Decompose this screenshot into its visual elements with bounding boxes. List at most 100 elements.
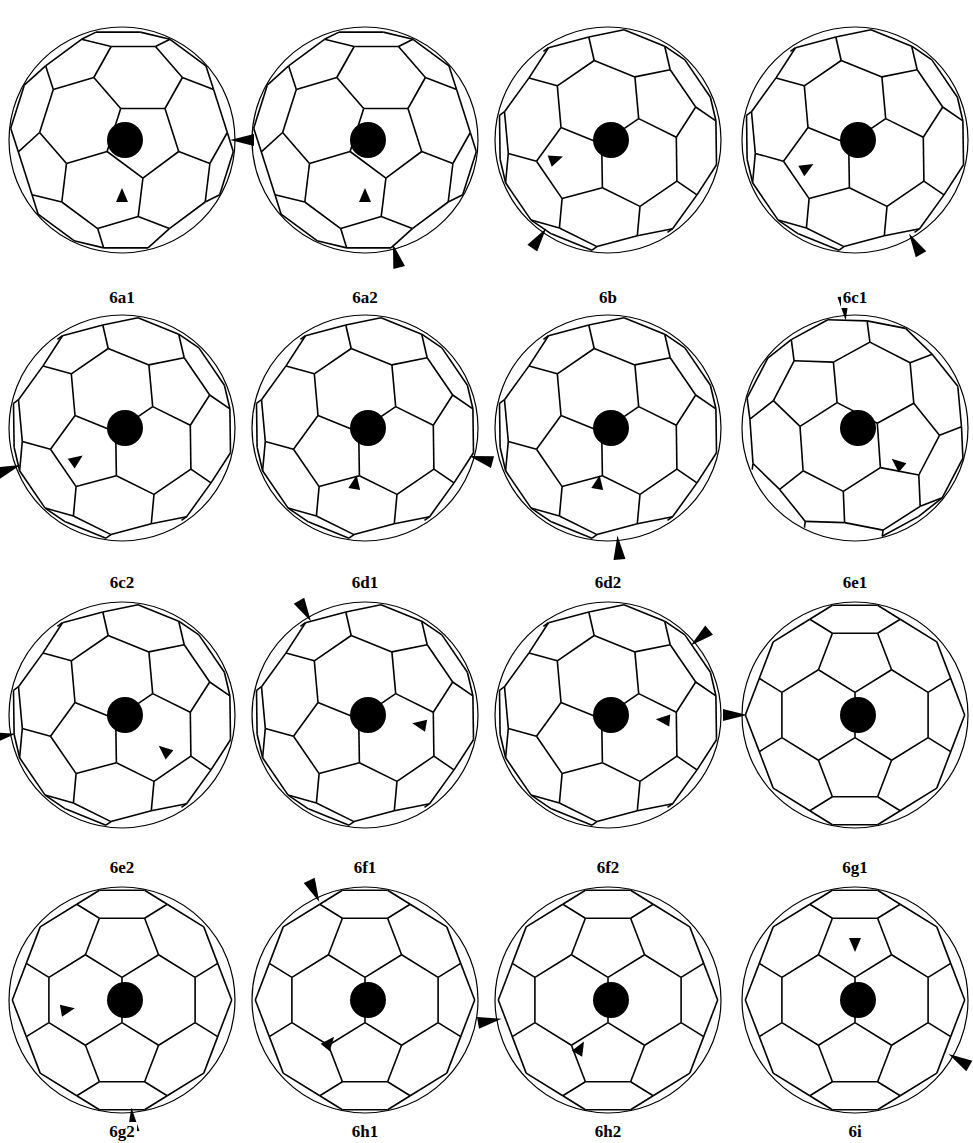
cage-bond (40, 904, 77, 927)
cage-bond (592, 535, 597, 539)
cage-bond (73, 487, 76, 516)
cage-bond (751, 464, 753, 470)
cage-bond (49, 1023, 86, 1046)
cage-bond (26, 963, 49, 977)
cage-bond (433, 395, 452, 425)
cage-bond (402, 1023, 439, 1046)
cage-bond (397, 469, 434, 494)
cage-bond (263, 471, 289, 508)
cage-bond (597, 236, 637, 247)
cage-bond (269, 963, 292, 977)
cage-bond (773, 401, 800, 427)
cage-bond (832, 796, 877, 798)
cage-bond (269, 1023, 292, 1037)
cage-bond (351, 636, 392, 652)
fullerene-cage (254, 32, 477, 248)
cage-bond (559, 516, 597, 535)
wedge-marker (230, 134, 254, 146)
cage-bond (154, 469, 191, 494)
cage-outline (495, 315, 721, 541)
cage-bond (392, 645, 427, 652)
cage-bond (77, 1082, 100, 1096)
cage-bond (341, 229, 347, 248)
cage-bond (597, 811, 637, 822)
cage-bond (381, 318, 422, 334)
cage-bond (836, 30, 871, 37)
fullerene-cage (257, 605, 474, 825)
cage-bond (900, 904, 937, 927)
cage-bond (962, 427, 963, 458)
cage-bond (585, 1081, 630, 1083)
cage-bond (747, 398, 750, 419)
wedge-marker (892, 459, 907, 473)
cage-bond (752, 112, 756, 154)
cage-bond (76, 763, 116, 774)
cage-bond (448, 164, 453, 203)
wedge-marker (393, 244, 405, 269)
cage-bond (386, 152, 422, 179)
cage-bond (165, 78, 182, 109)
cage-bond (283, 1073, 320, 1096)
cage-bond (463, 152, 477, 195)
cage-bond (780, 471, 804, 490)
cage-bond (551, 522, 592, 538)
cage-bond (526, 904, 563, 927)
cage-bond (305, 164, 310, 203)
figure-label: 6h1 (350, 1122, 380, 1142)
cage-bond (122, 955, 159, 978)
cage-bond (782, 670, 819, 693)
cage-bond (195, 1023, 218, 1037)
figure-label: 6b (597, 288, 619, 308)
cage-bond (784, 128, 809, 162)
cage-bond (871, 30, 912, 46)
cage-bond (855, 670, 892, 693)
cage-bond (773, 361, 794, 401)
cage-bond (195, 963, 218, 977)
cage-bond (884, 229, 919, 236)
cage-bond (453, 133, 470, 164)
cage-bond (498, 1000, 512, 1037)
cage-bond (214, 90, 228, 133)
cage-bond (179, 152, 210, 164)
cage-bond (892, 670, 929, 693)
cage-bond (529, 78, 557, 86)
cage-bond (14, 734, 20, 758)
cage-bond (585, 1109, 630, 1111)
metal-atom (840, 697, 876, 733)
cage-bond (286, 366, 314, 374)
cage-bond (677, 756, 697, 770)
cage-bond (594, 636, 635, 652)
cage-bond (526, 1073, 563, 1096)
cage-bond (71, 661, 75, 703)
cage-bond (937, 752, 951, 789)
cage-bond (263, 758, 289, 795)
wedge-marker (798, 164, 813, 176)
cage-bond (227, 133, 233, 152)
cage-bond (640, 181, 677, 206)
cage-bond (145, 904, 168, 918)
cage-bond (571, 918, 585, 955)
cage-bond (773, 619, 810, 642)
cage-bond (190, 425, 192, 469)
cage-bond (408, 78, 425, 109)
cage-bond (685, 60, 711, 97)
cage-bond (832, 824, 877, 826)
cage-bond (425, 78, 456, 90)
cage-bond (116, 763, 154, 782)
cage-bond (782, 955, 819, 978)
cage-bond (932, 60, 958, 97)
cage-bond (11, 128, 19, 152)
cage-bond (594, 61, 635, 77)
cage-bond (391, 229, 412, 248)
cage-bond (759, 1023, 782, 1037)
cage-bond (631, 1045, 645, 1082)
cage-bond (151, 781, 154, 810)
fullerene-cage (500, 30, 717, 250)
cage-bond (96, 31, 140, 33)
cage-bond (106, 535, 111, 539)
cage-bond (320, 904, 343, 918)
cage-bond (408, 109, 422, 152)
wedge-marker (572, 1042, 584, 1057)
cage-bond (810, 1082, 833, 1096)
cage-bond (937, 642, 951, 679)
